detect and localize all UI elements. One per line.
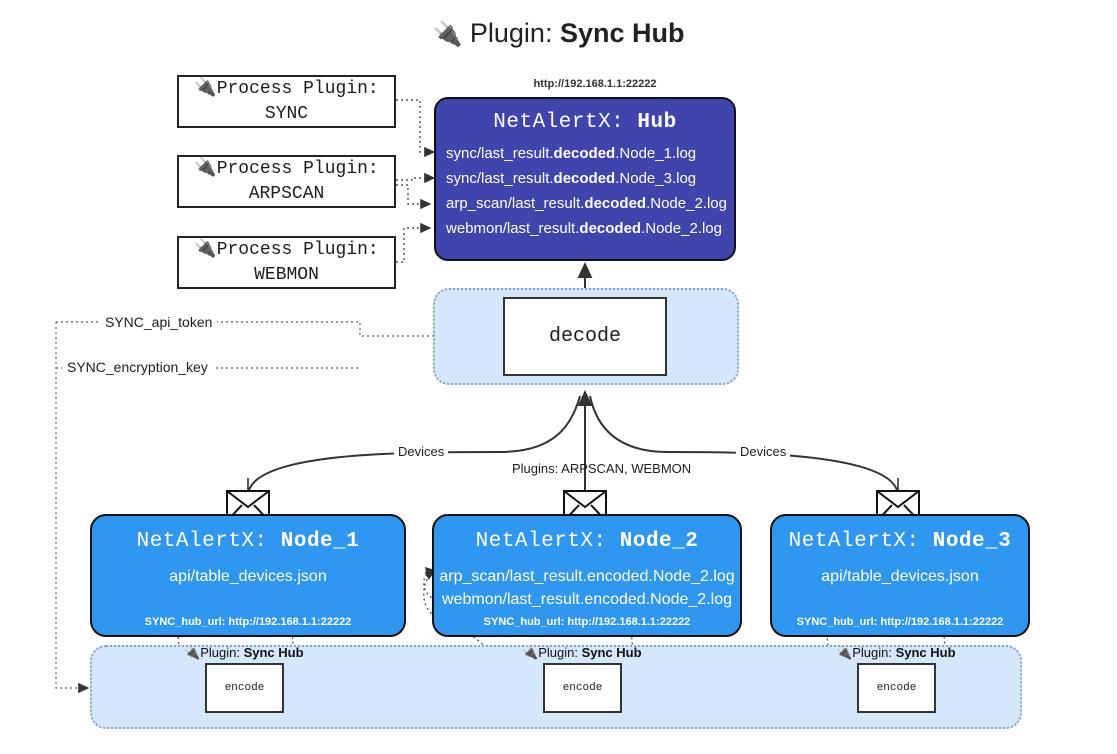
node-title: NetAlertX: Node_3 <box>788 530 1012 553</box>
process-plugin-line1: 🔌Process Plugin: <box>194 79 379 100</box>
encoder-plugin-label: 🔌Plugin: Sync Hub <box>184 645 304 660</box>
hub-url: http://192.168.1.1:22222 <box>533 78 657 90</box>
page-title-prefix: Plugin: <box>469 18 553 48</box>
process-plugin-line1: 🔌Process Plugin: <box>194 159 379 180</box>
process-plugin-line2: SYNC <box>264 103 309 124</box>
process-plugin-box-webmon[interactable]: 🔌Process Plugin: WEBMON <box>177 236 396 289</box>
process-plugin-line2: WEBMON <box>254 264 319 285</box>
encode-box[interactable]: encode <box>857 663 936 713</box>
plug-icon: 🔌 <box>836 645 853 660</box>
node-hub-url: SYNC_hub_url: http://192.168.1.1:22222 <box>144 616 352 628</box>
hub-box[interactable]: NetAlertX: Hub sync/last_result.decoded.… <box>434 97 736 261</box>
edge-label-devices-left: Devices <box>394 444 449 459</box>
encoder-plugin-label: 🔌Plugin: Sync Hub <box>836 645 956 660</box>
node-log-line: arp_scan/last_result.encoded.Node_2.log <box>439 568 735 585</box>
plug-icon: 🔌 <box>432 21 463 48</box>
node-log-list: api/table_devices.json <box>772 565 1028 588</box>
page-title: 🔌 Plugin: Sync Hub <box>0 18 1117 49</box>
node-title: NetAlertX: Node_2 <box>475 530 699 553</box>
plug-icon: 🔌 <box>184 645 201 660</box>
hub-log-line: webmon/last_result.decoded.Node_2.log <box>446 219 722 237</box>
node-log-list: arp_scan/last_result.encoded.Node_2.log … <box>434 565 740 611</box>
process-plugin-box-sync[interactable]: 🔌Process Plugin: SYNC <box>177 75 396 128</box>
node-hub-url: SYNC_hub_url: http://192.168.1.1:22222 <box>796 616 1004 628</box>
sync-api-token-label: SYNC_api_token <box>100 314 218 330</box>
node-hub-url: SYNC_hub_url: http://192.168.1.1:22222 <box>483 616 691 628</box>
process-plugin-line1: 🔌Process Plugin: <box>194 240 379 261</box>
edge-label-plugins-middle: Plugins: ARPSCAN, WEBMON <box>512 461 692 476</box>
plug-icon: 🔌 <box>194 240 217 261</box>
hub-log-line: arp_scan/last_result.decoded.Node_2.log <box>446 194 727 212</box>
sync-encryption-key-label: SYNC_encryption_key <box>62 359 213 375</box>
encoder-plugin-label: 🔌Plugin: Sync Hub <box>522 645 642 660</box>
hub-title: NetAlertX: Hub <box>493 111 677 134</box>
node-log-list: api/table_devices.json <box>92 565 404 588</box>
encode-box[interactable]: encode <box>205 663 284 713</box>
hub-log-line: sync/last_result.decoded.Node_3.log <box>446 169 697 187</box>
node-box-node-1[interactable]: NetAlertX: Node_1 api/table_devices.json… <box>90 514 406 637</box>
node-log-line: webmon/last_result.encoded.Node_2.log <box>442 591 732 609</box>
page-title-name: Sync Hub <box>559 18 685 48</box>
node-title: NetAlertX: Node_1 <box>136 530 360 553</box>
node-log-line: api/table_devices.json <box>169 568 327 585</box>
process-plugin-line2: ARPSCAN <box>248 183 325 204</box>
plug-icon: 🔌 <box>194 159 217 180</box>
plug-icon: 🔌 <box>522 645 539 660</box>
decode-box[interactable]: decode <box>503 297 667 376</box>
process-plugin-box-arpscan[interactable]: 🔌Process Plugin: ARPSCAN <box>177 155 396 208</box>
node-log-line: api/table_devices.json <box>821 568 979 585</box>
hub-log-line: sync/last_result.decoded.Node_1.log <box>446 145 697 162</box>
encode-box[interactable]: encode <box>543 663 622 713</box>
node-box-node-3[interactable]: NetAlertX: Node_3 api/table_devices.json… <box>770 514 1030 637</box>
edge-label-devices-right: Devices <box>736 444 791 459</box>
hub-log-list: sync/last_result.decoded.Node_1.log sync… <box>436 142 734 242</box>
plug-icon: 🔌 <box>194 79 217 100</box>
node-box-node-2[interactable]: NetAlertX: Node_2 arp_scan/last_result.e… <box>432 514 742 637</box>
